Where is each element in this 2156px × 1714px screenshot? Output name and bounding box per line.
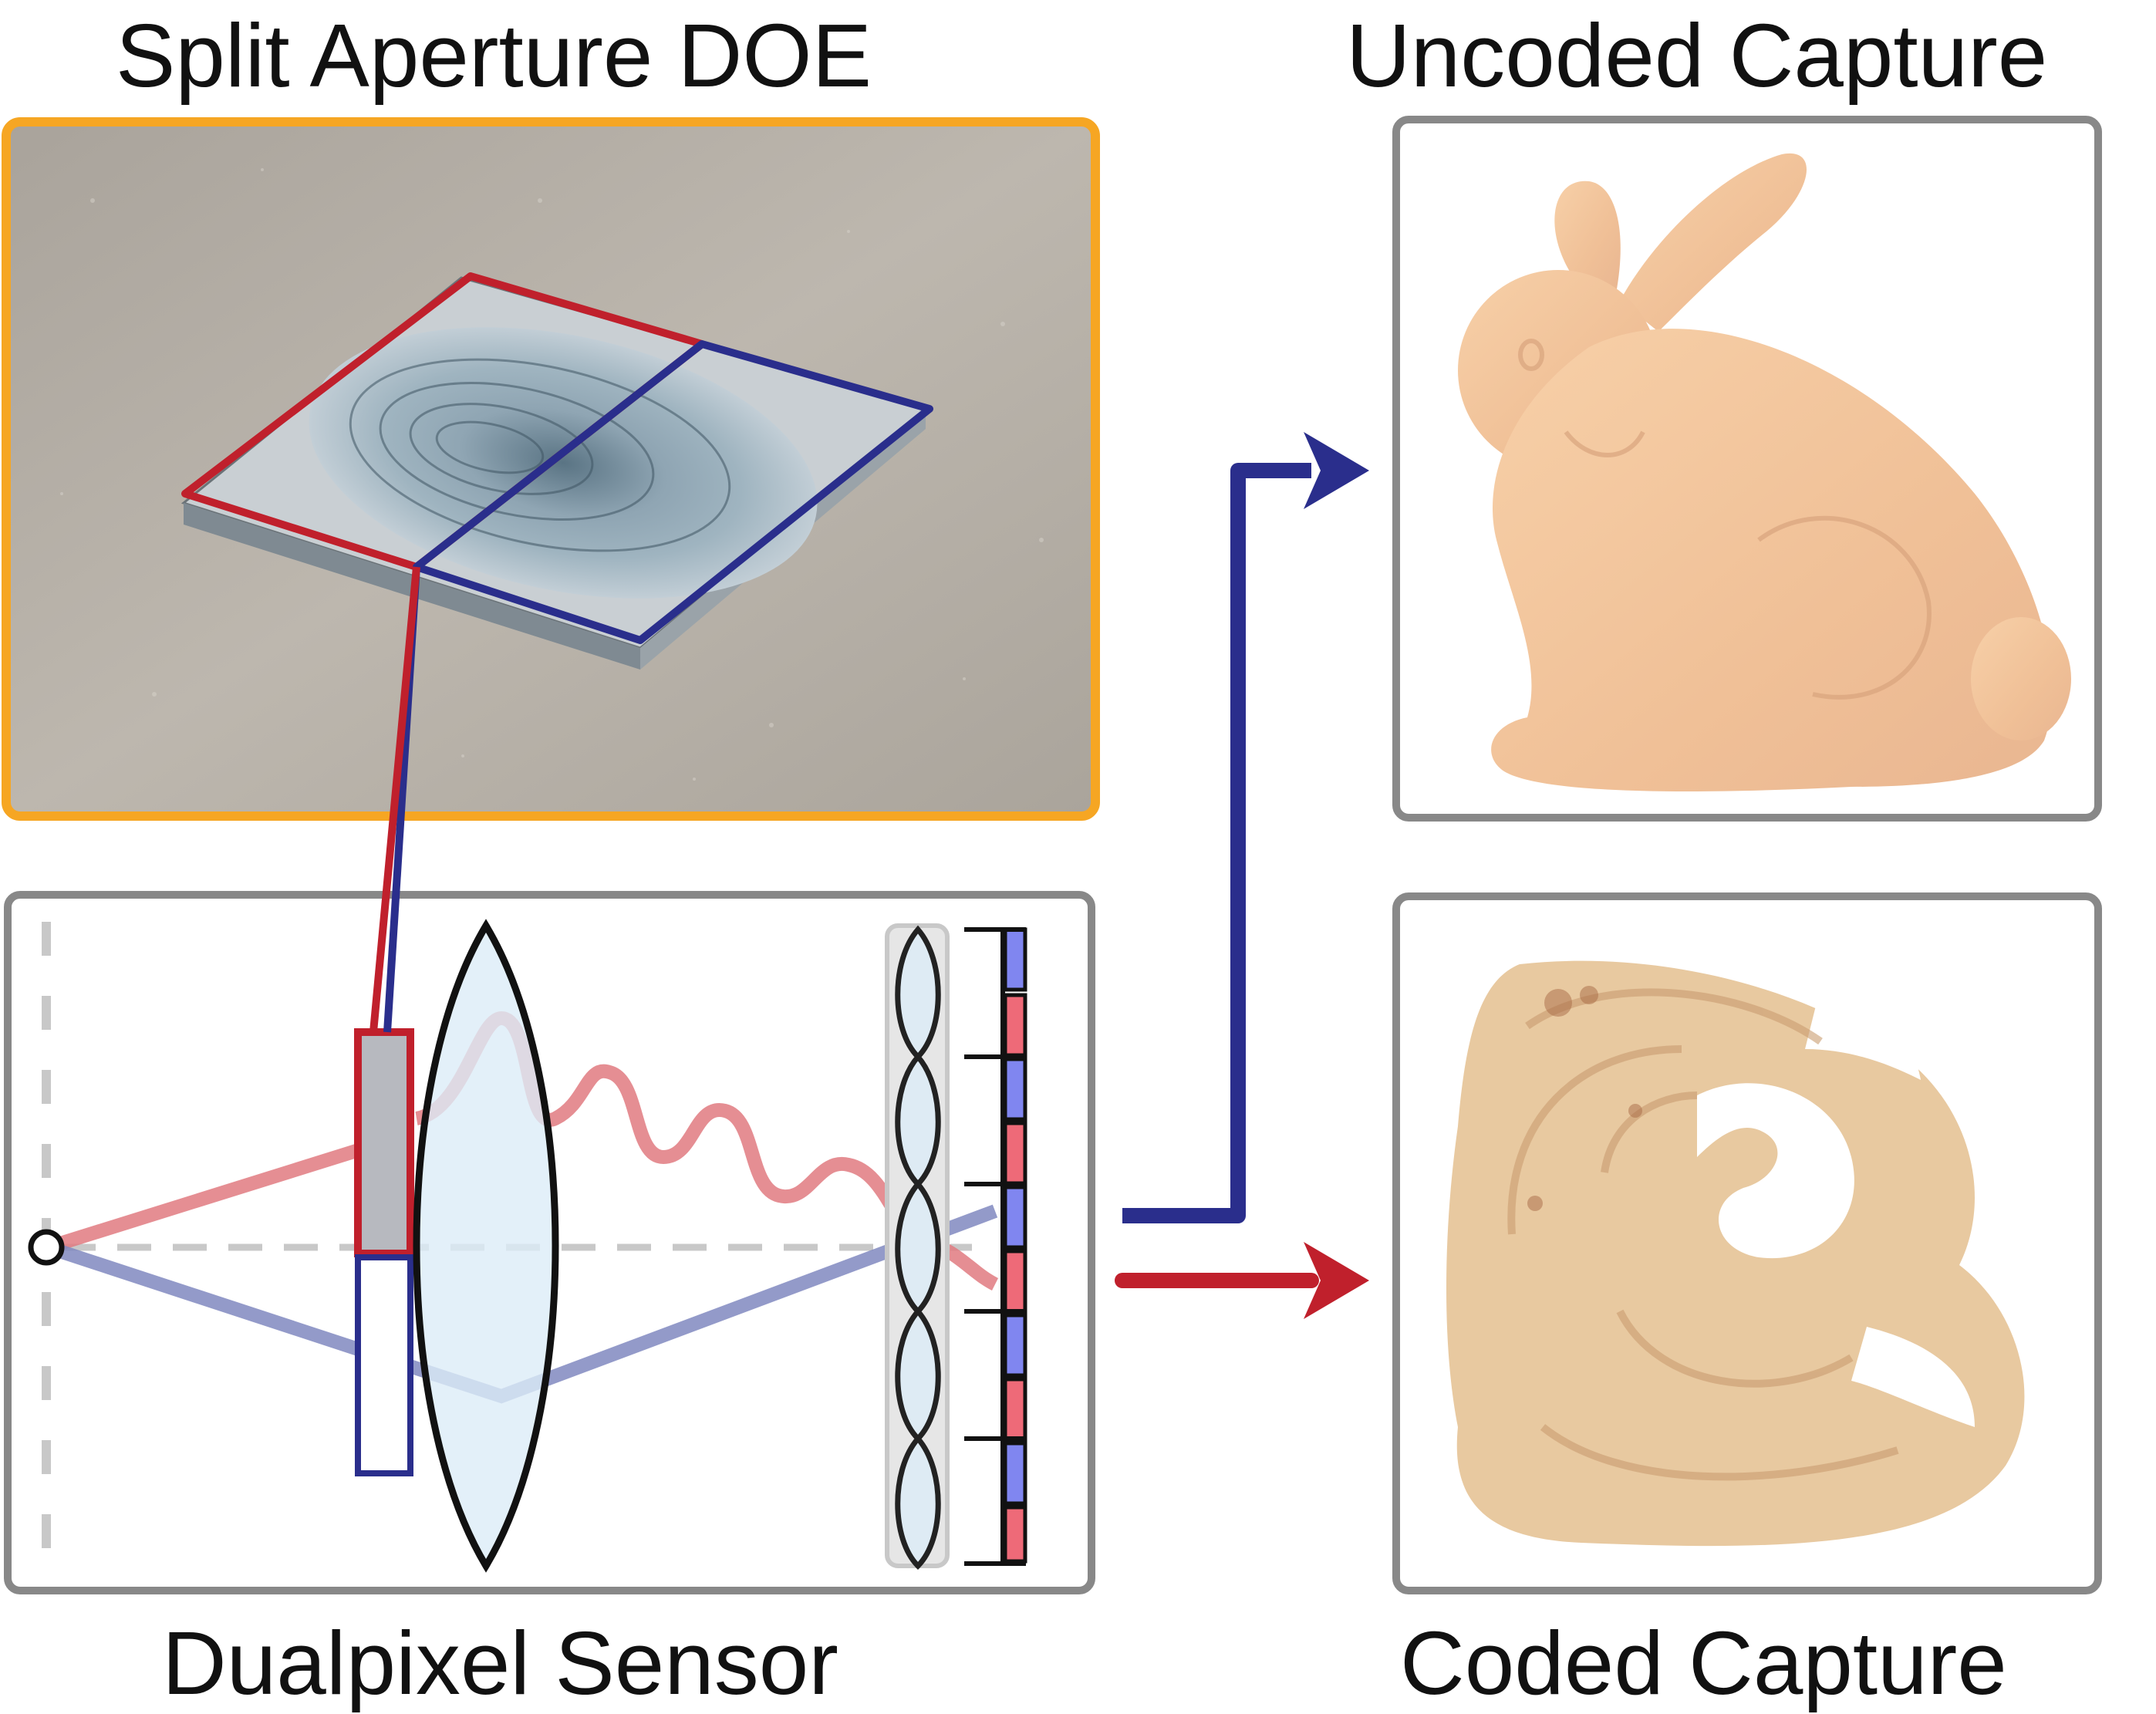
point-source (28, 1229, 65, 1266)
uncoded-arrow (1122, 463, 1311, 1223)
coded-capture-title: Coded Capture (1400, 1613, 2007, 1713)
microlens-elements (895, 925, 941, 1570)
doe-panel-border (2, 117, 1100, 821)
dual-pixel-sensor (964, 927, 1027, 1566)
uncoded-arrowhead (1304, 432, 1369, 509)
main-lens (413, 919, 559, 1573)
bunny-coded-image (1446, 960, 2025, 1547)
doe-panel-title: Split Aperture DOE (116, 5, 872, 106)
uncoded-capture-title: Uncoded Capture (1346, 5, 2048, 106)
coded-capture-panel (1392, 892, 2102, 1594)
doe-photo-panel (2, 117, 1100, 821)
doe-aperture (309, 327, 818, 599)
dualpixel-sensor-title: Dualpixel Sensor (162, 1613, 838, 1713)
sensor-panel (4, 891, 1095, 1594)
doe-red-element (354, 1028, 414, 1257)
doe-connector-red (369, 566, 420, 1033)
doe-blue-element (355, 1254, 413, 1476)
red-ray-in (46, 1135, 388, 1254)
doe-blue-half-outline (413, 340, 933, 644)
coded-arrowhead (1304, 1242, 1369, 1319)
uncoded-capture-panel (1392, 116, 2102, 822)
